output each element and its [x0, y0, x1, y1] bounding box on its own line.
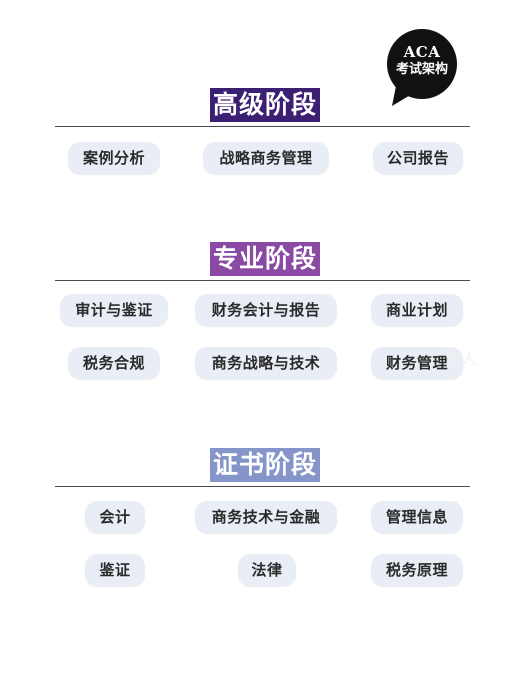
- section-divider: [55, 126, 470, 127]
- course-pill: 管理信息: [371, 501, 463, 533]
- aca-badge: ACA 考试架构: [382, 28, 462, 108]
- watermark: 洲人: [445, 349, 478, 368]
- section-title-text: 证书阶段: [209, 448, 320, 482]
- course-pill: 战略商务管理: [203, 142, 329, 174]
- section-title: 高级阶段: [0, 88, 530, 122]
- section-title-text: 专业阶段: [209, 242, 320, 276]
- course-pill: 公司报告: [373, 142, 463, 174]
- course-pill: 财务管理: [371, 347, 463, 379]
- section-title-text: 高级阶段: [209, 88, 320, 122]
- section-divider: [55, 280, 470, 281]
- badge-line-1: ACA: [403, 43, 441, 61]
- badge-line-2: 考试架构: [395, 62, 448, 77]
- course-pill: 案例分析: [68, 142, 160, 174]
- course-pill: 财务会计与报告: [195, 294, 337, 326]
- course-pill: 会计: [85, 501, 145, 533]
- course-pill: 审计与鉴证: [60, 294, 168, 326]
- course-pill: 税务原理: [371, 554, 463, 586]
- course-pill: 法律: [238, 554, 296, 586]
- section-title: 证书阶段: [0, 448, 530, 482]
- course-pill: 税务合规: [68, 347, 160, 379]
- course-pill: 商务技术与金融: [195, 501, 337, 533]
- course-pill: 商务战略与技术: [195, 347, 337, 379]
- section-divider: [55, 486, 470, 487]
- course-pill: 鉴证: [85, 554, 145, 586]
- badge-text: ACA 考试架构: [382, 43, 462, 79]
- section-title: 专业阶段: [0, 242, 530, 276]
- speech-bubble-icon: [387, 29, 457, 106]
- course-pill: 商业计划: [371, 294, 463, 326]
